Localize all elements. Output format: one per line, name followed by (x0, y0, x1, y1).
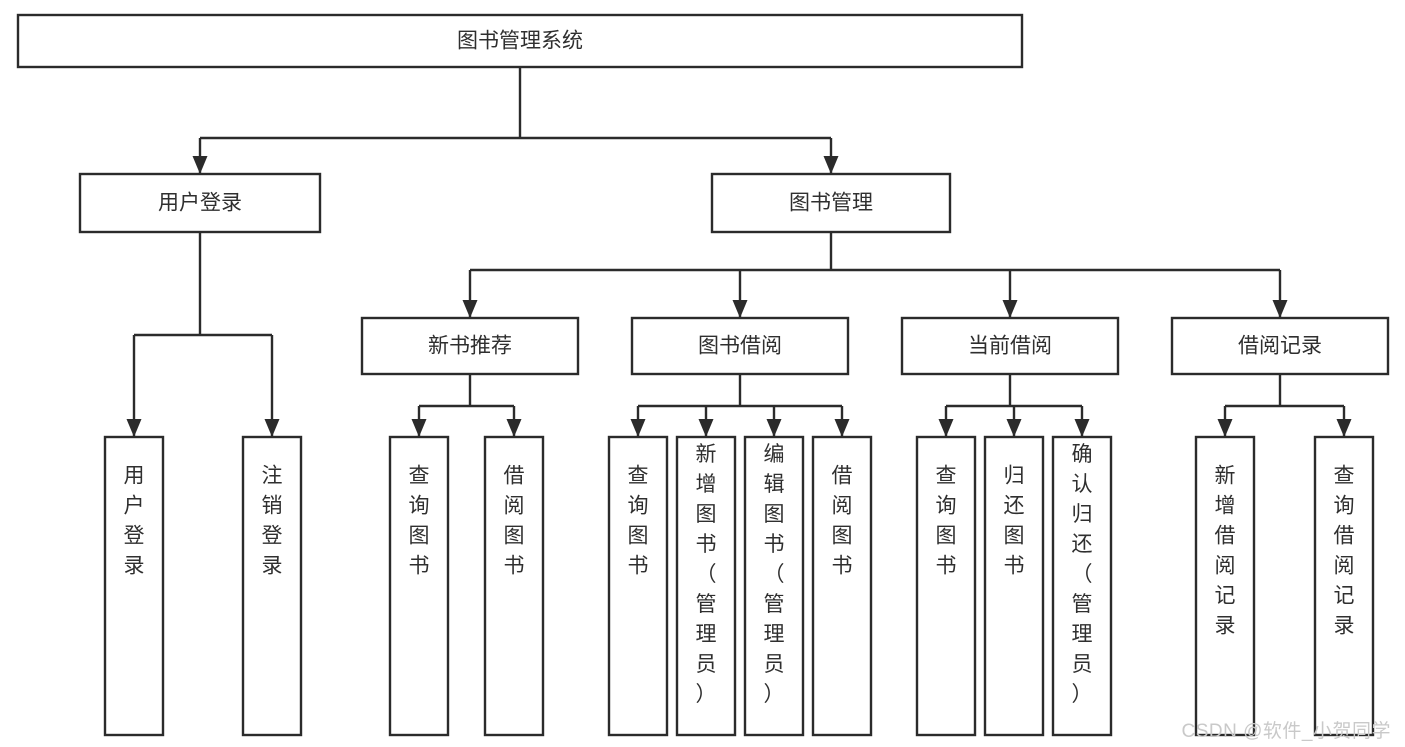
node-label-borrow-record: 借阅记录 (1238, 335, 1322, 358)
node-label-root: 图书管理系统 (457, 30, 583, 53)
node-label-leaf-borrow-book-recommend: 借阅图书 (504, 465, 525, 578)
arrow-head-icon (411, 419, 427, 437)
node-label-leaf-confirm-return-admin: 确认归还（管理员） (1072, 443, 1093, 706)
node-box-leaf-confirm-return-admin[interactable] (1051, 435, 1113, 737)
arrow-head-icon (1074, 419, 1090, 437)
arrow-head-icon (698, 419, 714, 437)
arrow-head-icon (1217, 419, 1233, 437)
arrow-head-icon (938, 419, 954, 437)
node-leaf-query-borrow-record[interactable]: 查询借阅记录 (1313, 435, 1375, 737)
node-label-new-book-recommend: 新书推荐 (428, 335, 512, 358)
node-current-borrow[interactable]: 当前借阅 (900, 316, 1120, 376)
node-label-leaf-borrow-book: 借阅图书 (832, 465, 853, 578)
node-user-login[interactable]: 用户登录 (78, 172, 322, 234)
node-box-book-borrow[interactable] (630, 316, 850, 376)
node-label-leaf-query-borrow-record: 查询借阅记录 (1334, 465, 1355, 638)
node-box-leaf-query-book-borrow[interactable] (607, 435, 669, 737)
node-label-user-login: 用户登录 (158, 192, 242, 215)
csdn-watermark: CSDN @软件_小贺同学 (1181, 721, 1391, 742)
node-borrow-record[interactable]: 借阅记录 (1170, 316, 1390, 376)
node-box-root[interactable] (16, 13, 1024, 69)
nodes-layer: 图书管理系统用户登录图书管理新书推荐图书借阅当前借阅借阅记录用户登录注销登录查询… (16, 13, 1390, 737)
arrow-head-icon (1006, 419, 1022, 437)
arrow-head-icon (732, 300, 748, 318)
node-label-leaf-add-borrow-record: 新增借阅记录 (1215, 465, 1236, 638)
node-new-book-recommend[interactable]: 新书推荐 (360, 316, 580, 376)
arrow-head-icon (1002, 300, 1018, 318)
connector-conn-book-borrow (630, 374, 850, 437)
node-box-borrow-record[interactable] (1170, 316, 1390, 376)
node-box-leaf-query-borrow-record[interactable] (1313, 435, 1375, 737)
arrow-head-icon (630, 419, 646, 437)
node-box-user-login[interactable] (78, 172, 322, 234)
node-label-book-manage: 图书管理 (789, 192, 873, 215)
node-leaf-confirm-return-admin[interactable]: 确认归还（管理员） (1051, 435, 1113, 737)
node-leaf-edit-book-admin[interactable]: 编辑图书（管理员） (743, 435, 805, 737)
node-leaf-borrow-book-recommend[interactable]: 借阅图书 (483, 435, 545, 737)
arrow-head-icon (834, 419, 850, 437)
node-box-book-manage[interactable] (710, 172, 952, 234)
node-box-leaf-borrow-book[interactable] (811, 435, 873, 737)
node-leaf-borrow-book[interactable]: 借阅图书 (811, 435, 873, 737)
arrow-head-icon (766, 419, 782, 437)
node-leaf-user-logout[interactable]: 注销登录 (241, 435, 303, 737)
node-box-leaf-borrow-book-recommend[interactable] (483, 435, 545, 737)
arrow-head-icon (192, 156, 208, 174)
node-label-leaf-add-book-admin: 新增图书（管理员） (696, 443, 717, 706)
node-root[interactable]: 图书管理系统 (16, 13, 1024, 69)
node-leaf-query-book-recommend[interactable]: 查询图书 (388, 435, 450, 737)
node-box-new-book-recommend[interactable] (360, 316, 580, 376)
connector-conn-user-login (126, 232, 280, 437)
connector-conn-book-manage (462, 232, 1288, 318)
node-box-leaf-add-borrow-record[interactable] (1194, 435, 1256, 737)
connector-conn-new-book-recommend (411, 374, 522, 437)
node-box-leaf-edit-book-admin[interactable] (743, 435, 805, 737)
node-box-leaf-user-logout[interactable] (241, 435, 303, 737)
node-box-leaf-query-book-recommend[interactable] (388, 435, 450, 737)
node-label-leaf-query-book-recommend: 查询图书 (409, 465, 430, 578)
node-label-leaf-query-book-current: 查询图书 (936, 465, 957, 578)
arrow-head-icon (1272, 300, 1288, 318)
arrow-head-icon (1336, 419, 1352, 437)
node-box-leaf-add-book-admin[interactable] (675, 435, 737, 737)
connector-conn-borrow-record (1217, 374, 1352, 437)
connector-conn-current-borrow (938, 374, 1090, 437)
node-box-current-borrow[interactable] (900, 316, 1120, 376)
node-label-leaf-user-logout: 注销登录 (262, 465, 283, 578)
arrow-head-icon (823, 156, 839, 174)
node-leaf-add-borrow-record[interactable]: 新增借阅记录 (1194, 435, 1256, 737)
connectors-layer (126, 67, 1352, 437)
arrow-head-icon (264, 419, 280, 437)
arrow-head-icon (462, 300, 478, 318)
arrow-head-icon (506, 419, 522, 437)
node-book-manage[interactable]: 图书管理 (710, 172, 952, 234)
node-label-leaf-return-book: 归还图书 (1004, 465, 1025, 578)
node-label-leaf-query-book-borrow: 查询图书 (628, 465, 649, 578)
node-label-book-borrow: 图书借阅 (698, 335, 782, 358)
node-leaf-query-book-current[interactable]: 查询图书 (915, 435, 977, 737)
node-label-leaf-user-login: 用户登录 (124, 465, 145, 578)
node-leaf-add-book-admin[interactable]: 新增图书（管理员） (675, 435, 737, 737)
node-label-leaf-edit-book-admin: 编辑图书（管理员） (764, 443, 785, 706)
node-box-leaf-query-book-current[interactable] (915, 435, 977, 737)
node-box-leaf-user-login[interactable] (103, 435, 165, 737)
node-box-leaf-return-book[interactable] (983, 435, 1045, 737)
node-book-borrow[interactable]: 图书借阅 (630, 316, 850, 376)
node-label-current-borrow: 当前借阅 (968, 335, 1052, 358)
arrow-head-icon (126, 419, 142, 437)
node-leaf-query-book-borrow[interactable]: 查询图书 (607, 435, 669, 737)
node-leaf-user-login[interactable]: 用户登录 (103, 435, 165, 737)
node-leaf-return-book[interactable]: 归还图书 (983, 435, 1045, 737)
connector-conn-root (192, 67, 839, 174)
